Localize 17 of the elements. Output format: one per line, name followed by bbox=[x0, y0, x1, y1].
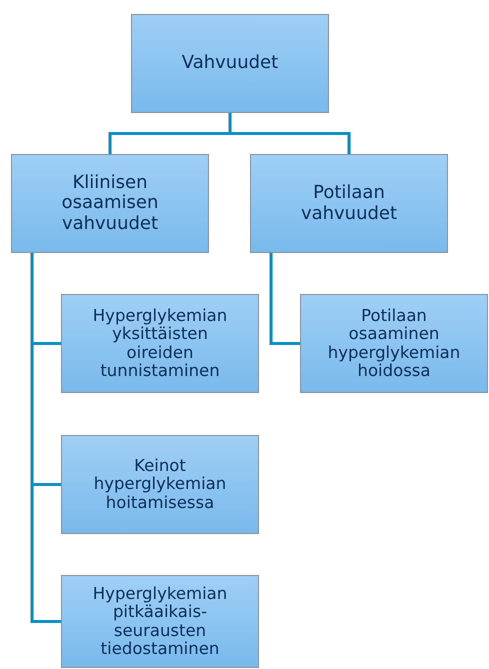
category-box bbox=[300, 294, 488, 393]
category-box bbox=[11, 154, 209, 253]
category-box bbox=[61, 575, 259, 668]
category-box bbox=[61, 435, 259, 534]
category-box bbox=[250, 154, 448, 253]
box-label: Potilaan vahvuudet bbox=[300, 183, 398, 224]
box-label: Potilaan osaaminen hyperglykemian hoidossa bbox=[326, 306, 462, 380]
box-label: Keinot hyperglykemian hoitamisessa bbox=[92, 456, 228, 512]
category-box bbox=[131, 14, 329, 113]
connector-line bbox=[270, 253, 300, 345]
box-label: Hyperglykemian pitkäaikais- seurausten tiedostaminen bbox=[92, 584, 228, 658]
category-box bbox=[61, 294, 259, 393]
box-label: Kliinisen osaamisen vahvuudet bbox=[60, 173, 160, 234]
box-label: Vahvuudet bbox=[182, 53, 278, 74]
box-label: Hyperglykemian yksittäisten oireiden tunnistaminen bbox=[92, 306, 228, 380]
connector-line bbox=[30, 253, 61, 623]
connector-line bbox=[228, 113, 350, 154]
